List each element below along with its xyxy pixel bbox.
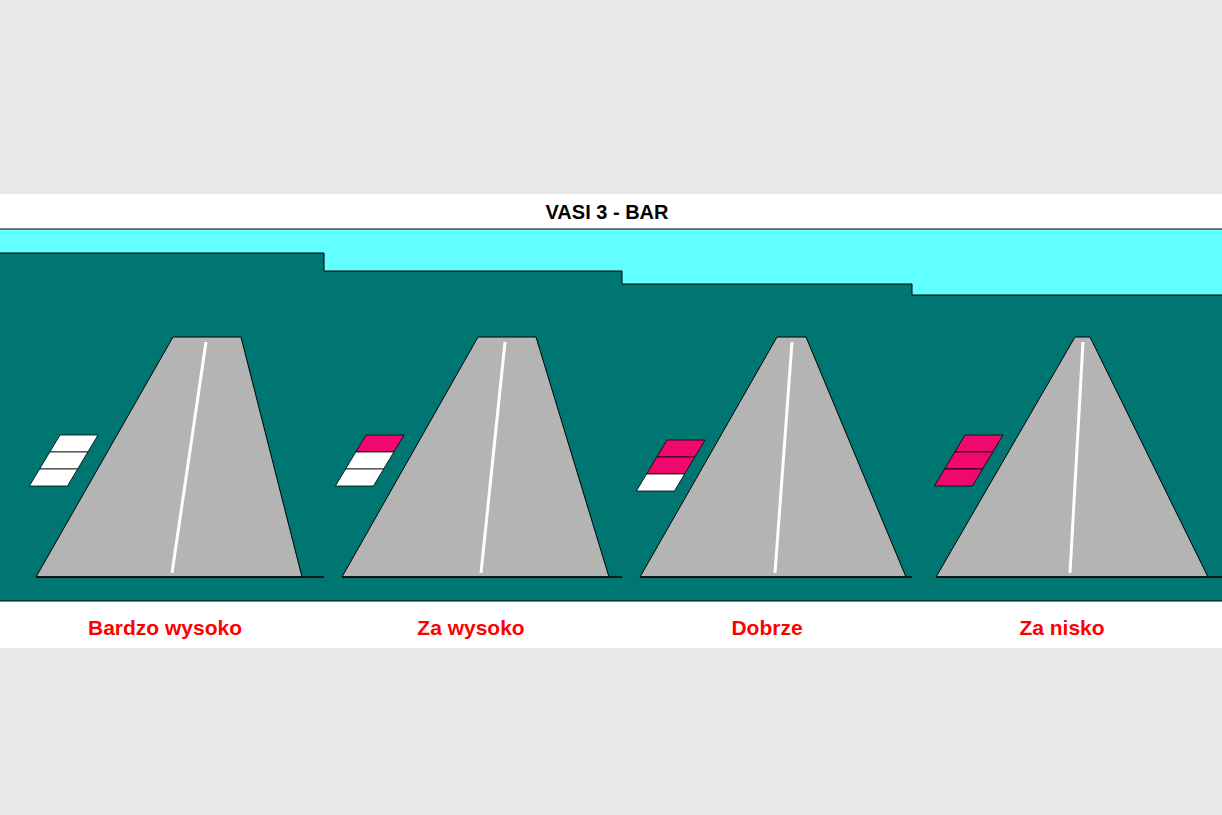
sky-edge xyxy=(0,229,1222,230)
centerline xyxy=(172,342,206,573)
horizon xyxy=(912,295,1222,296)
centerline xyxy=(1070,342,1083,573)
ground xyxy=(324,271,622,601)
state-label: Dobrze xyxy=(731,616,802,640)
vasi-light-bar xyxy=(29,469,77,486)
ground xyxy=(0,253,324,601)
vasi-light-bar xyxy=(955,435,1003,452)
runway xyxy=(342,337,609,577)
sky xyxy=(0,229,1222,601)
vasi-light-bar xyxy=(934,469,982,486)
runway xyxy=(36,337,302,577)
vasi-panel xyxy=(912,295,1222,601)
state-label: Za wysoko xyxy=(417,616,524,640)
horizon xyxy=(0,253,324,271)
vasi-light-bar xyxy=(40,452,88,469)
vasi-light-bar xyxy=(346,452,394,469)
threshold-line xyxy=(640,576,932,578)
centerline xyxy=(775,342,792,573)
ground xyxy=(622,284,912,601)
vasi-panel xyxy=(324,271,635,601)
horizon xyxy=(622,284,912,295)
runway xyxy=(640,337,906,577)
vasi-panel xyxy=(0,253,328,601)
vasi-light-bar xyxy=(636,474,684,491)
white-band xyxy=(0,194,1222,648)
horizon xyxy=(324,271,622,284)
runway xyxy=(936,337,1208,577)
centerline xyxy=(481,342,505,573)
state-label: Bardzo wysoko xyxy=(88,616,242,640)
title: VASI 3 - BAR xyxy=(546,201,669,224)
threshold-line xyxy=(342,576,635,578)
ground-edge xyxy=(0,601,1222,602)
vasi-light-bar xyxy=(50,435,98,452)
vasi-light-bar xyxy=(356,435,404,452)
vasi-light-bar xyxy=(335,469,383,486)
vasi-light-bar xyxy=(647,457,695,474)
vasi-light-bar xyxy=(945,452,993,469)
vasi-light-bar xyxy=(657,440,705,457)
ground xyxy=(912,295,1222,601)
vasi-panel xyxy=(622,284,932,601)
state-label: Za nisko xyxy=(1019,616,1104,640)
threshold-line xyxy=(936,576,1222,578)
threshold-line xyxy=(36,576,328,578)
